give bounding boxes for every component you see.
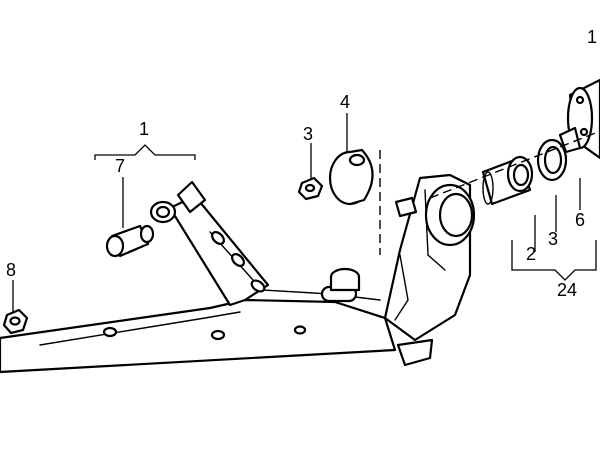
callout-1-arm: 1: [139, 119, 149, 139]
callout-2: 2: [526, 244, 536, 264]
callout-1-hub: 1: [587, 27, 597, 47]
nut-part-3: [297, 176, 324, 201]
control-arm: [0, 173, 476, 374]
circlip-part-6: [536, 138, 568, 182]
bush-part-7: [105, 224, 155, 258]
callout-4: 4: [340, 92, 350, 112]
arm-front-bush: [149, 180, 207, 224]
callout-3-nut: 3: [303, 124, 313, 144]
callout-3-bearing: 3: [548, 229, 558, 249]
mount-part-4: [328, 148, 374, 206]
callout-8: 8: [6, 260, 16, 280]
callout-6: 6: [575, 210, 585, 230]
nut-part-8: [2, 308, 29, 335]
callout-7: 7: [115, 156, 125, 176]
wheel-bearing: [481, 155, 534, 206]
wheel-hub: [558, 78, 600, 160]
leader-lines: [12, 113, 597, 312]
callout-24: 24: [557, 280, 577, 300]
